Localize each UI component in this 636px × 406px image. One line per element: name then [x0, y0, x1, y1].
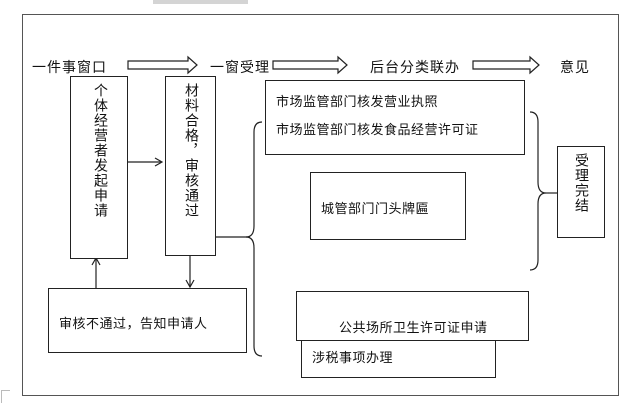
public-health-box: 公共场所卫生许可证申请 [296, 291, 529, 341]
market-license-text: 市场监管部门核发营业执照 [276, 95, 439, 110]
stage-arrow-1 [127, 55, 198, 75]
urban-sign-text: 城管部门门头牌匾 [321, 202, 430, 217]
review-fail-box: 审核不通过，告知申请人 [48, 288, 247, 353]
review-fail-text: 审核不通过，告知申请人 [59, 317, 208, 332]
stage-arrow-3 [472, 55, 540, 75]
stage-label-opinion: 意见 [560, 60, 590, 76]
backend-right-bracket [529, 111, 547, 271]
stage-label-acceptance: 一窗受理 [210, 60, 270, 76]
stage-label-window: 一件事窗口 [32, 60, 107, 76]
apply-box: 个体经营者发起申请 [70, 76, 128, 259]
backend-left-bracket [245, 121, 263, 357]
public-health-text: 公共场所卫生许可证申请 [339, 321, 488, 336]
stage-label-backend: 后台分类联办 [370, 60, 460, 76]
stage-arrow-2 [272, 55, 348, 75]
page-corner-mark [1, 390, 10, 403]
market-supervision-box: 市场监管部门核发营业执照 市场监管部门核发食品经营许可证 [265, 80, 525, 155]
review-pass-box: 材料合格，审核通过 [165, 76, 216, 256]
done-box: 受理完结 [557, 146, 605, 238]
urban-management-box: 城管部门门头牌匾 [310, 172, 466, 240]
diagram-frame [22, 14, 619, 396]
food-license-text: 市场监管部门核发食品经营许可证 [276, 123, 479, 138]
done-text: 受理完结 [573, 153, 589, 213]
tax-text: 涉税事项办理 [312, 351, 394, 366]
top-scroll-indicator [153, 0, 248, 4]
apply-text: 个体经营者发起申请 [92, 83, 108, 218]
review-pass-text: 材料合格，审核通过 [183, 83, 199, 218]
